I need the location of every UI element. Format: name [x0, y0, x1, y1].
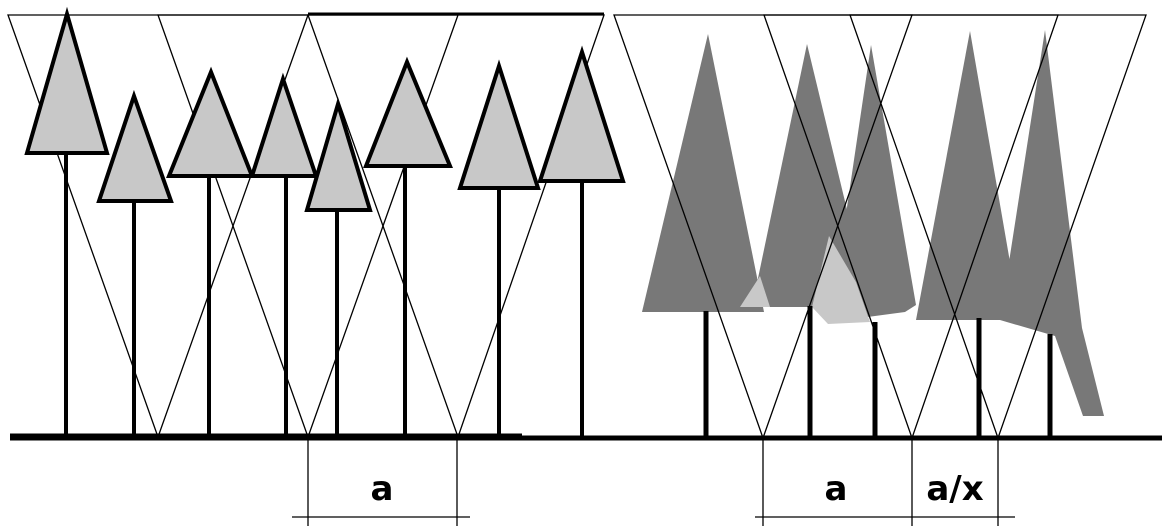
dark-crown-2 [752, 44, 870, 307]
left-spacing-label: a [371, 469, 394, 509]
left-tree-1 [24, 6, 110, 437]
tree-crown [457, 59, 541, 190]
left-tree-3 [166, 66, 255, 437]
right-canopy-cones [613, 14, 1147, 440]
right-scene: a a/x [522, 14, 1162, 526]
left-tree-8 [537, 45, 626, 437]
right-canopy-cone-3 [849, 14, 1147, 440]
right-spacing-label: a [825, 469, 848, 509]
dark-crown-4 [916, 31, 1020, 320]
tree-crown [363, 56, 453, 168]
right-dark-crowns [642, 30, 1104, 416]
tree-crown [537, 45, 626, 183]
left-canopy-cones [7, 12, 605, 439]
right-stems [703, 306, 1053, 438]
tree-crown [96, 89, 174, 203]
light-patch-2 [740, 276, 770, 307]
dark-crown-5 [1000, 30, 1104, 416]
left-tree-6 [363, 56, 453, 437]
tree-crown [166, 66, 255, 178]
right-dimensions [755, 438, 1015, 526]
tree-crown [249, 72, 319, 178]
right-reduced-spacing-label: a/x [926, 469, 983, 509]
dark-crown-1 [642, 34, 764, 312]
left-trees [24, 6, 626, 437]
tree-crown [24, 6, 110, 155]
left-dimension [292, 437, 470, 526]
left-scene: a [7, 6, 626, 526]
left-tree-5 [304, 96, 373, 437]
tree-crown [304, 96, 373, 212]
left-canopy-cone-3 [307, 14, 605, 439]
left-tree-7 [457, 59, 541, 437]
left-tree-4 [249, 72, 319, 437]
dark-crown-3 [830, 45, 916, 322]
left-tree-2 [96, 89, 174, 437]
